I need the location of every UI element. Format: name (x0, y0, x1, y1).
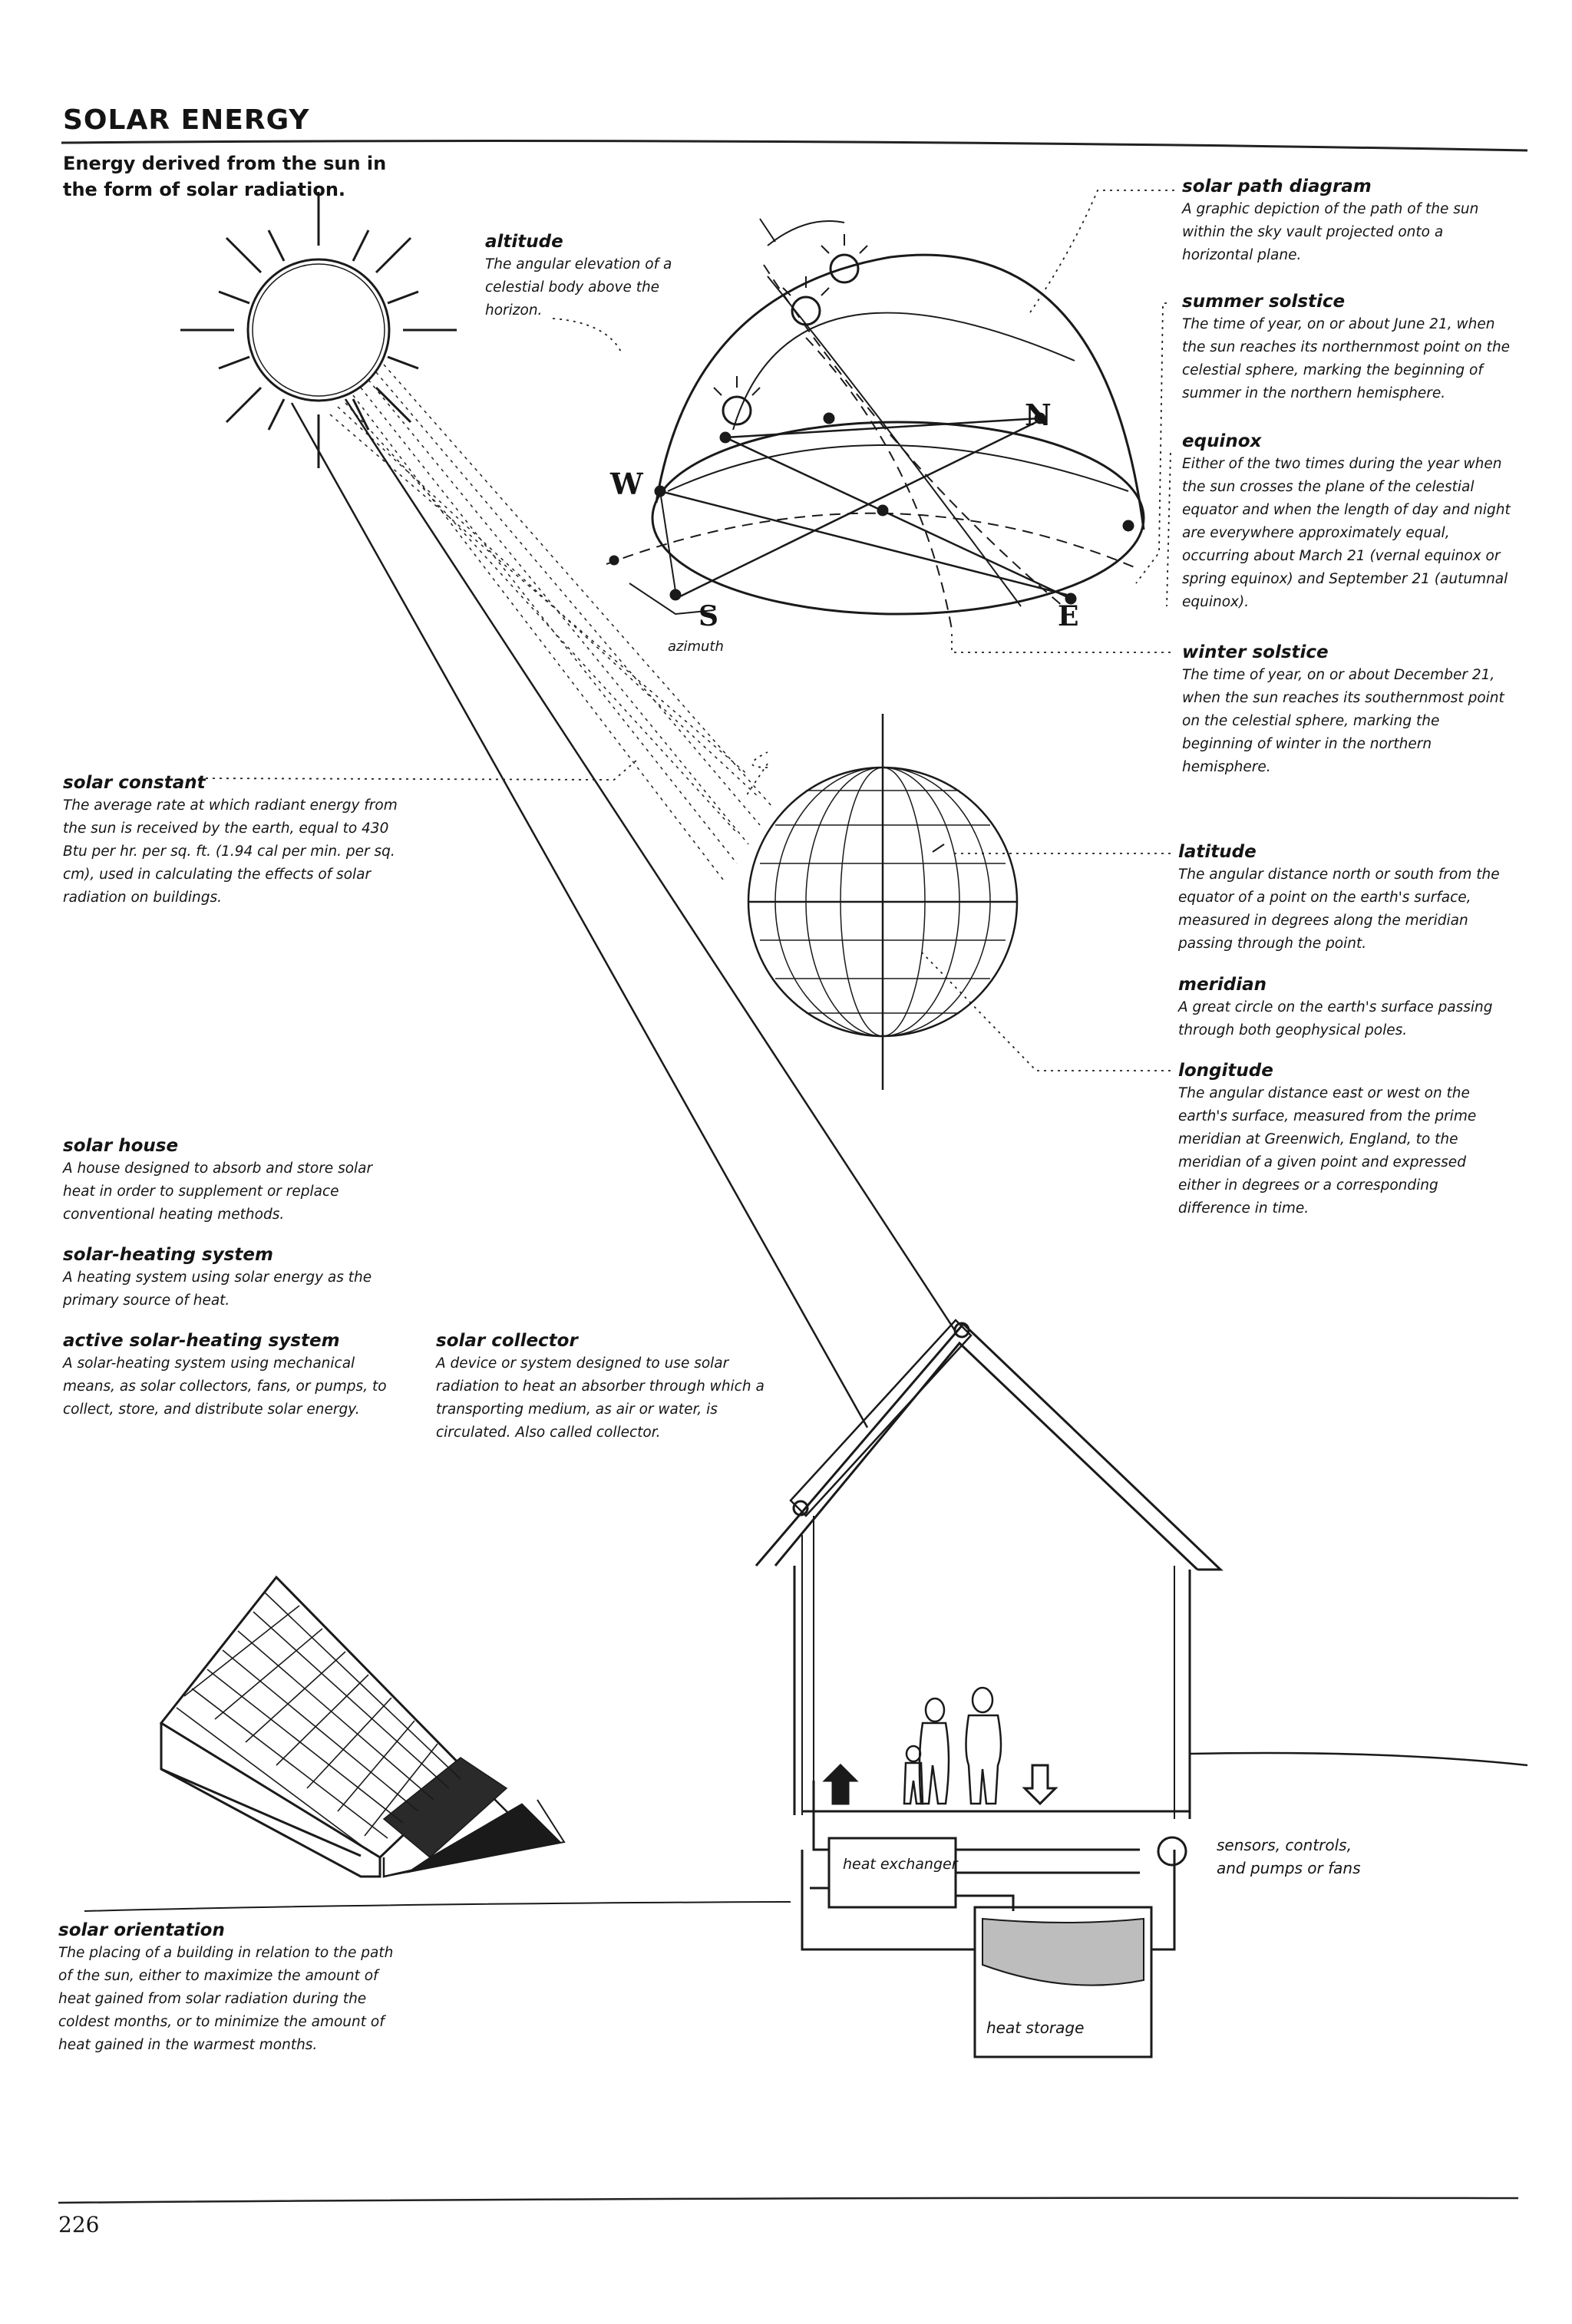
page-title-definition: Energy derived from the sun in the form … (63, 150, 401, 203)
definition-winter-solstice: The time of year, on or about December 2… (1182, 664, 1512, 779)
dome-leader-lines (192, 190, 1174, 1071)
term-solar-orientation: solar orientation (58, 1919, 396, 1942)
entry-winter-solstice: winter solstice The time of year, on or … (1182, 641, 1512, 779)
term-altitude: altitude (485, 230, 715, 253)
term-active-solar-heating-system: active solar-heating system (63, 1329, 401, 1352)
term-equinox: equinox (1182, 430, 1512, 453)
heat-storage-label: heat storage (986, 2019, 1084, 2037)
sun-drawing (180, 192, 457, 468)
azimuth-label: azimuth (668, 639, 724, 655)
entry-summer-solstice: summer solstice The time of year, on or … (1182, 290, 1512, 405)
header-rule (61, 141, 1527, 150)
definition-latitude: The angular distance north or south from… (1178, 863, 1508, 956)
definition-longitude: The angular distance east or west on the… (1178, 1082, 1508, 1220)
term-solar-collector: solar collector (436, 1329, 774, 1352)
footer-rule (58, 2198, 1518, 2203)
term-latitude: latitude (1178, 840, 1508, 863)
compass-south-label: S (698, 600, 718, 632)
entry-latitude: latitude The angular distance north or s… (1178, 840, 1508, 956)
perspective-house (161, 1577, 564, 1877)
sensors-label-line2: and pumps or fans (1217, 1859, 1361, 1877)
entry-solar-constant: solar constant The average rate at which… (63, 771, 401, 909)
definition-altitude: The angular elevation of a celestial bod… (485, 253, 715, 322)
definition-meridian: A great circle on the earth's surface pa… (1178, 996, 1508, 1042)
entry-solar-collector: solar collector A device or system desig… (436, 1329, 774, 1444)
definition-solar-heating-system: A heating system using solar energy as t… (63, 1266, 393, 1312)
definition-equinox: Either of the two times during the year … (1182, 453, 1512, 614)
term-winter-solstice: winter solstice (1182, 641, 1512, 664)
page-title: SOLAR ENERGY (63, 104, 309, 136)
entry-altitude: altitude The angular elevation of a cele… (485, 230, 715, 322)
definition-solar-path-diagram: A graphic depiction of the path of the s… (1182, 198, 1504, 267)
entry-meridian: meridian A great circle on the earth's s… (1178, 973, 1508, 1042)
term-solar-constant: solar constant (63, 771, 401, 794)
definition-summer-solstice: The time of year, on or about June 21, w… (1182, 313, 1512, 405)
page-number: 226 (58, 2212, 99, 2237)
entry-solar-heating-system: solar-heating system A heating system us… (63, 1243, 393, 1312)
definition-solar-collector: A device or system designed to use solar… (436, 1352, 774, 1444)
compass-west-label: W (610, 467, 643, 501)
term-solar-heating-system: solar-heating system (63, 1243, 393, 1266)
term-summer-solstice: summer solstice (1182, 290, 1512, 313)
family-figures (904, 1688, 1001, 1804)
earth-globe (748, 714, 1017, 1090)
term-longitude: longitude (1178, 1059, 1508, 1082)
definition-solar-house: A house designed to absorb and store sol… (63, 1157, 393, 1226)
term-meridian: meridian (1178, 973, 1508, 996)
definition-solar-constant: The average rate at which radiant energy… (63, 794, 401, 909)
term-solar-path-diagram: solar path diagram (1182, 175, 1504, 198)
entry-active-solar-heating-system: active solar-heating system A solar-heat… (63, 1329, 401, 1421)
definition-active-solar-heating-system: A solar-heating system using mechanical … (63, 1352, 401, 1421)
heat-exchanger-label: heat exchanger (843, 1856, 958, 1873)
entry-equinox: equinox Either of the two times during t… (1182, 430, 1512, 614)
entry-solar-path-diagram: solar path diagram A graphic depiction o… (1182, 175, 1504, 267)
sensors-label-line1: sensors, controls, (1217, 1836, 1352, 1854)
entry-longitude: longitude The angular distance east or w… (1178, 1059, 1508, 1220)
term-solar-house: solar house (63, 1134, 393, 1157)
definition-solar-orientation: The placing of a building in relation to… (58, 1942, 396, 2057)
compass-east-label: E (1058, 600, 1078, 632)
entry-solar-house: solar house A house designed to absorb a… (63, 1134, 393, 1226)
compass-north-label: N (1025, 398, 1052, 432)
entry-solar-orientation: solar orientation The placing of a build… (58, 1919, 396, 2057)
